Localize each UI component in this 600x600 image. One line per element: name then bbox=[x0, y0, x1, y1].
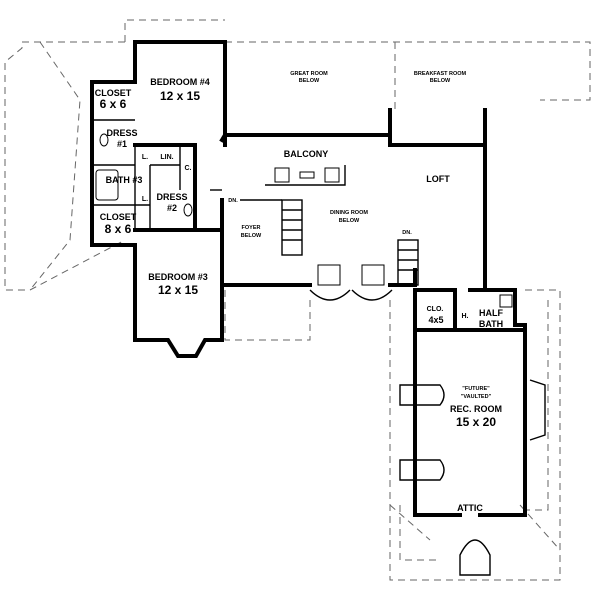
l-bottom-label: L. bbox=[142, 196, 148, 203]
bath3-label: BATH #3 bbox=[106, 175, 143, 185]
closet-top-label: CLOSET bbox=[95, 88, 132, 98]
breakfast-room-line1: BREAKFAST ROOM bbox=[414, 71, 467, 77]
great-room-line2: BELOW bbox=[299, 78, 320, 84]
stair-dn-right: DN. bbox=[402, 230, 412, 236]
bedroom3-label: BEDROOM #3 bbox=[148, 272, 208, 282]
dress1-label: DRESS bbox=[106, 128, 137, 138]
h-label: H. bbox=[462, 313, 469, 320]
lin-label: LIN. bbox=[160, 154, 173, 161]
clo-size: 4x5 bbox=[428, 315, 443, 325]
dining-room-line2: BELOW bbox=[339, 218, 360, 224]
balcony-rail bbox=[265, 165, 346, 186]
rec-room-note1: "FUTURE" bbox=[462, 386, 490, 392]
rec-room-note2: "VAULTED" bbox=[461, 394, 492, 400]
stair-right bbox=[397, 239, 419, 286]
rec-room-label: REC. ROOM bbox=[450, 404, 502, 414]
dress2-num: #2 bbox=[167, 203, 177, 213]
c-label: C. bbox=[185, 165, 192, 172]
bedroom4-label: BEDROOM #4 bbox=[150, 77, 210, 87]
foyer-line1: FOYER bbox=[242, 225, 261, 231]
closet-top-size: 6 x 6 bbox=[100, 97, 127, 111]
foyer-line2: BELOW bbox=[241, 233, 262, 239]
half-bath-line1: HALF bbox=[479, 308, 503, 318]
roof-outline bbox=[4, 19, 591, 581]
dress1-num: #1 bbox=[117, 139, 127, 149]
attic-label: ATTIC bbox=[457, 503, 483, 513]
dining-room-line1: DINING ROOM bbox=[330, 210, 368, 216]
bay-windows bbox=[309, 264, 393, 301]
l-top-label: L. bbox=[142, 154, 148, 161]
closet-bottom-label: CLOSET bbox=[100, 212, 137, 222]
walls bbox=[90, 40, 527, 517]
loft-label: LOFT bbox=[426, 174, 450, 184]
breakfast-room-line2: BELOW bbox=[430, 78, 451, 84]
dress2-label: DRESS bbox=[156, 192, 187, 202]
closet-bottom-size: 8 x 6 bbox=[105, 222, 132, 236]
stair-dn-left: DN. bbox=[228, 198, 238, 204]
half-bath-line2: BATH bbox=[479, 319, 503, 329]
bath-fixtures bbox=[95, 133, 513, 308]
clo-label: CLO. bbox=[427, 306, 444, 313]
rec-room-size: 15 x 20 bbox=[456, 415, 496, 429]
rec-room-details bbox=[399, 379, 546, 576]
stair-left bbox=[240, 199, 303, 256]
balcony-label: BALCONY bbox=[284, 149, 329, 159]
great-room-line1: GREAT ROOM bbox=[290, 71, 328, 77]
bedroom3-size: 12 x 15 bbox=[158, 283, 198, 297]
bedroom4-size: 12 x 15 bbox=[160, 89, 200, 103]
